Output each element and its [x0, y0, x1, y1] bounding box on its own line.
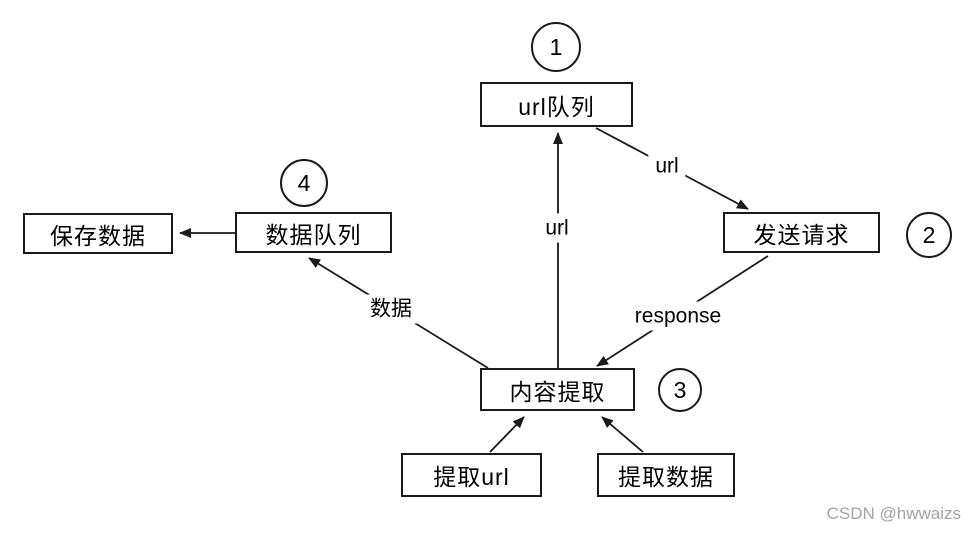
edge-label-url-diagonal: url — [648, 151, 686, 181]
edge-label-url-vertical: url — [538, 213, 576, 243]
edge-label-response: response — [627, 301, 729, 331]
node-extract-data: 提取数据 — [597, 453, 735, 497]
node-data-queue: 数据队列 — [235, 212, 392, 253]
step-badge-3: 3 — [658, 368, 702, 412]
edge-label-data: 数据 — [363, 294, 419, 324]
node-save-data: 保存数据 — [23, 213, 173, 254]
node-url-queue: url队列 — [480, 82, 633, 127]
step-badge-2: 2 — [906, 212, 952, 258]
node-send-request: 发送请求 — [723, 212, 880, 253]
edge-extract-data-to-content-extract — [601, 416, 644, 453]
edge-extract-url-to-content-extract — [489, 416, 525, 453]
node-content-extract: 内容提取 — [480, 368, 635, 411]
csdn-watermark: CSDN @hwwaizs — [826, 504, 961, 523]
node-extract-url: 提取url — [401, 453, 542, 497]
step-badge-1: 1 — [531, 22, 581, 72]
step-badge-4: 4 — [280, 159, 328, 207]
